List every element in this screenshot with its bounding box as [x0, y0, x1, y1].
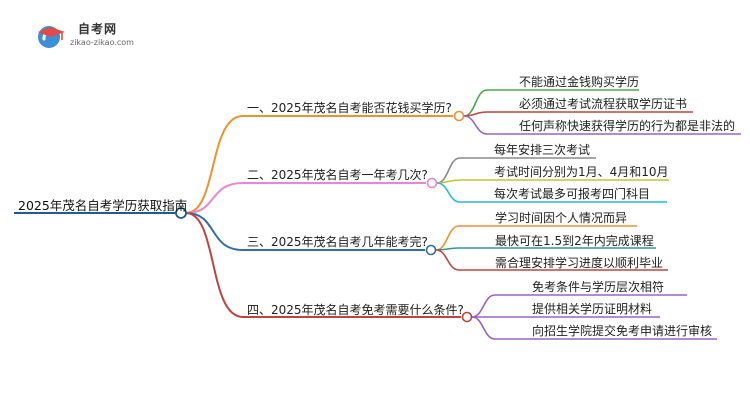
branch-1-label: 一、2025年茂名自考能否花钱买学历?: [247, 101, 452, 115]
leaf-3-1-connector: [435, 225, 460, 251]
branch-2-label: 二、2025年茂名自考一年考几次?: [247, 168, 428, 182]
branch-3-label: 三、2025年茂名自考几年能考完?: [247, 235, 428, 249]
leaf-2-1-connector: [436, 157, 461, 184]
leaf-4-1-label: 免考条件与学历层次相符: [532, 280, 665, 294]
root-node-label: 2025年茂名自考学历获取指南: [18, 198, 188, 213]
leaf-4-1-connector: [471, 294, 496, 318]
leaf-4-2-label: 提供相关学历证明材料: [532, 302, 653, 316]
leaf-3-1-label: 学习时间因个人情况而异: [495, 211, 628, 225]
leaf-3-3-connector: [435, 249, 460, 271]
leaf-1-3-connector: [463, 115, 488, 135]
leaf-1-1-label: 不能通过金钱购买学历: [519, 75, 640, 89]
logo-title: 自考网: [78, 22, 118, 36]
leaf-2-3-label: 每次考试最多可报考四门科目: [494, 187, 651, 201]
branch-4-node[interactable]: [461, 311, 473, 323]
leaf-3-2-label: 最快可在1.5到2年内完成课程: [495, 234, 654, 248]
site-logo[interactable]: 自考网 zikao-zikao.com: [36, 18, 156, 52]
leaf-4-3-connector: [471, 316, 496, 340]
branch-3-node[interactable]: [425, 244, 437, 256]
branch-4-label: 四、2025年茂名自考免考需要什么条件?: [247, 303, 464, 317]
mindmap-links: [14, 89, 741, 340]
branch-1-node[interactable]: [453, 110, 465, 122]
leaf-2-1-label: 每年安排三次考试: [494, 143, 591, 157]
branch-3-connector: [185, 212, 244, 251]
logo-url: zikao-zikao.com: [70, 38, 134, 47]
leaf-2-3-connector: [436, 182, 461, 203]
leaf-1-2-connector: [463, 111, 488, 117]
leaf-4-3-label: 向招生学院提交免考申请进行审核: [532, 324, 713, 338]
root-node[interactable]: [175, 207, 187, 219]
branch-2-connector: [185, 182, 244, 214]
leaf-1-2-label: 必须通过考试流程获取学历证书: [519, 97, 688, 111]
branch-2-node[interactable]: [426, 177, 438, 189]
mindmap-nodes: [175, 110, 473, 323]
leaf-2-2-label: 考试时间分别为1月、4月和10月: [494, 165, 669, 179]
graduation-cap-logo-icon: [38, 26, 65, 48]
branch-1-connector: [185, 115, 244, 214]
leaf-3-3-label: 需合理安排学习进度以顺利毕业: [495, 256, 664, 270]
leaf-1-3-label: 任何声称快速获得学历的行为都是非法的: [519, 119, 736, 133]
branch-4-connector: [185, 212, 244, 318]
